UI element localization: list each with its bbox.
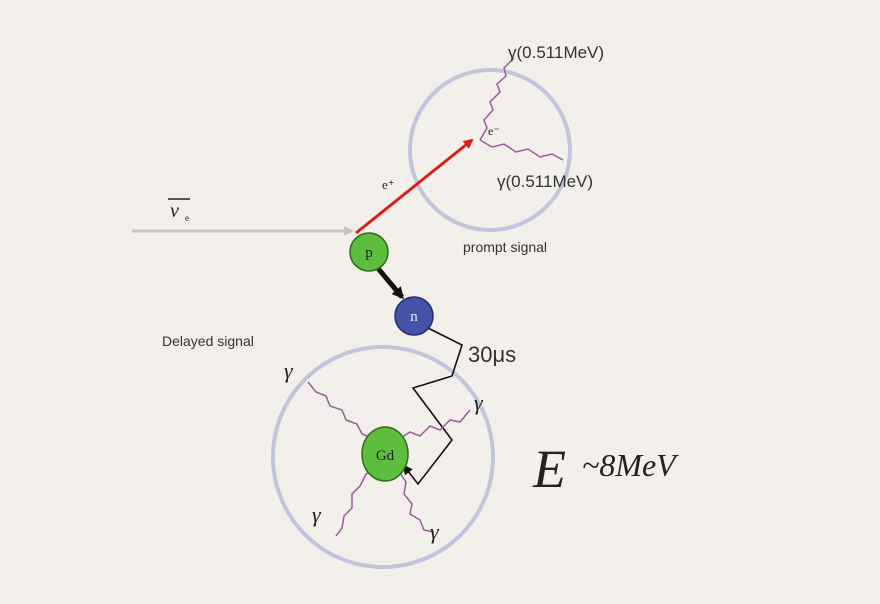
positron-track <box>355 138 474 235</box>
energy-symbol: E <box>532 439 566 499</box>
gamma-label-downright: γ <box>430 519 440 544</box>
gamma-top-label: γ(0.511MeV) <box>508 43 604 62</box>
prompt-signal-label: prompt signal <box>463 239 547 255</box>
capture-time-label: 30μs <box>468 342 516 367</box>
proton-to-neutron-arrow <box>374 264 404 300</box>
prompt-region-circle <box>408 68 572 232</box>
gamma-label-upleft: γ <box>284 358 294 383</box>
delayed-region-circle <box>271 345 495 569</box>
proton-label: p <box>365 245 373 261</box>
gamma-mid-label: γ(0.511MeV) <box>497 172 593 191</box>
gd-nucleus: Gd <box>361 426 409 482</box>
proton-particle: p <box>349 232 389 272</box>
neutron-diffusion-path <box>402 327 463 486</box>
electron-label: e⁻ <box>488 124 500 138</box>
neutron-label: n <box>410 309 418 325</box>
gamma-track-delayed-upright <box>397 409 471 441</box>
gamma-track-prompt-right <box>479 139 564 161</box>
gamma-label-upright: γ <box>474 390 484 415</box>
gamma-track-prompt-up <box>479 57 515 141</box>
gamma-track-delayed-downleft <box>335 465 379 537</box>
gd-label: Gd <box>376 448 395 464</box>
positron-label: e⁺ <box>382 177 395 192</box>
gamma-label-downleft: γ <box>312 502 322 527</box>
neutron-particle: n <box>394 296 434 336</box>
antineutrino-subscript: e <box>185 213 189 223</box>
gamma-track-delayed-downright <box>397 469 435 533</box>
energy-value: ~8MeV <box>582 447 679 483</box>
antineutrino-label: ν <box>170 200 179 222</box>
delayed-signal-label: Delayed signal <box>162 333 254 349</box>
